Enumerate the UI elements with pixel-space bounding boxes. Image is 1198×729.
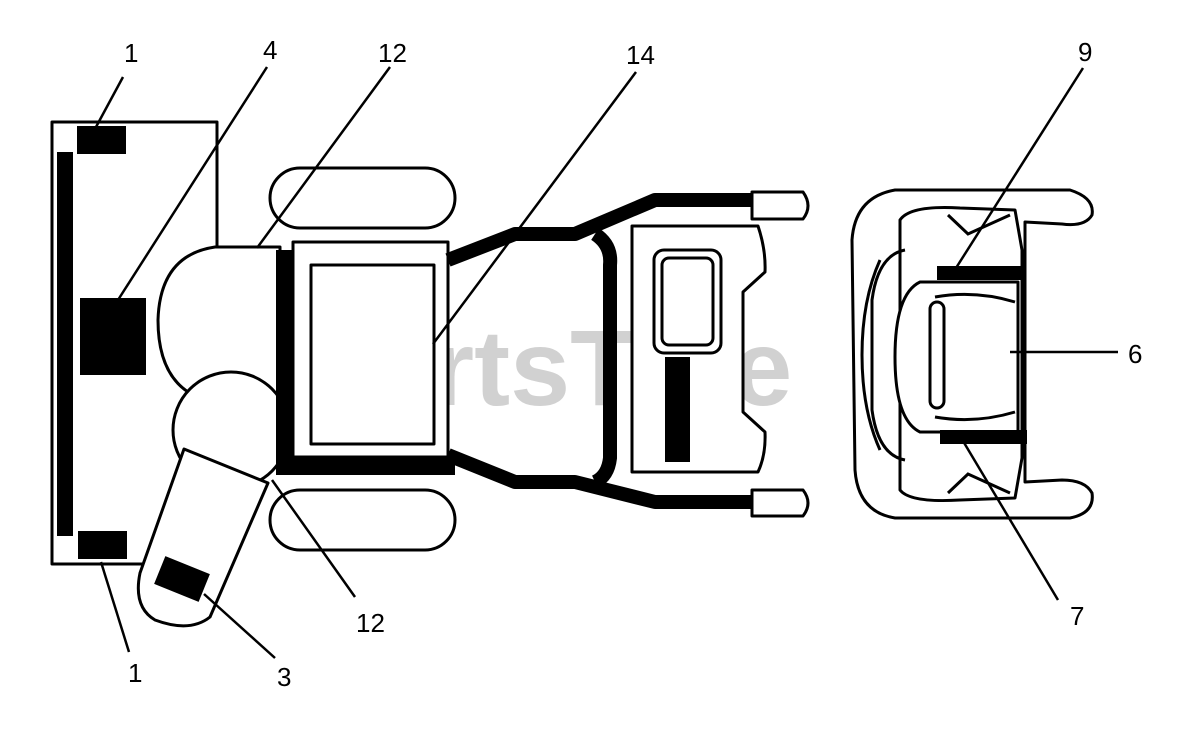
callout-7: 7 xyxy=(1070,601,1084,631)
decal-9 xyxy=(937,266,1025,280)
callout-6: 6 xyxy=(1128,339,1142,369)
decal-3 xyxy=(154,556,210,602)
control-panel xyxy=(630,224,767,474)
callout-14: 14 xyxy=(626,40,655,70)
leader-lines xyxy=(94,66,1118,659)
engine-frame xyxy=(276,240,455,475)
callout-12-bottom: 12 xyxy=(356,608,385,638)
callout-3: 3 xyxy=(277,662,291,692)
callout-9: 9 xyxy=(1078,37,1092,67)
track-bottom xyxy=(268,488,457,552)
seat-assembly xyxy=(850,188,1094,520)
decal-4 xyxy=(80,298,146,375)
track-top xyxy=(268,166,457,230)
callout-4: 4 xyxy=(263,35,277,65)
decal-1-top xyxy=(77,126,126,154)
callout-1-top: 1 xyxy=(124,38,138,68)
handle-frame xyxy=(445,190,810,518)
decal-1-bottom xyxy=(78,531,127,559)
callout-1-bottom: 1 xyxy=(128,658,142,688)
callout-12-top: 12 xyxy=(378,38,407,68)
decal-7 xyxy=(940,430,1027,444)
